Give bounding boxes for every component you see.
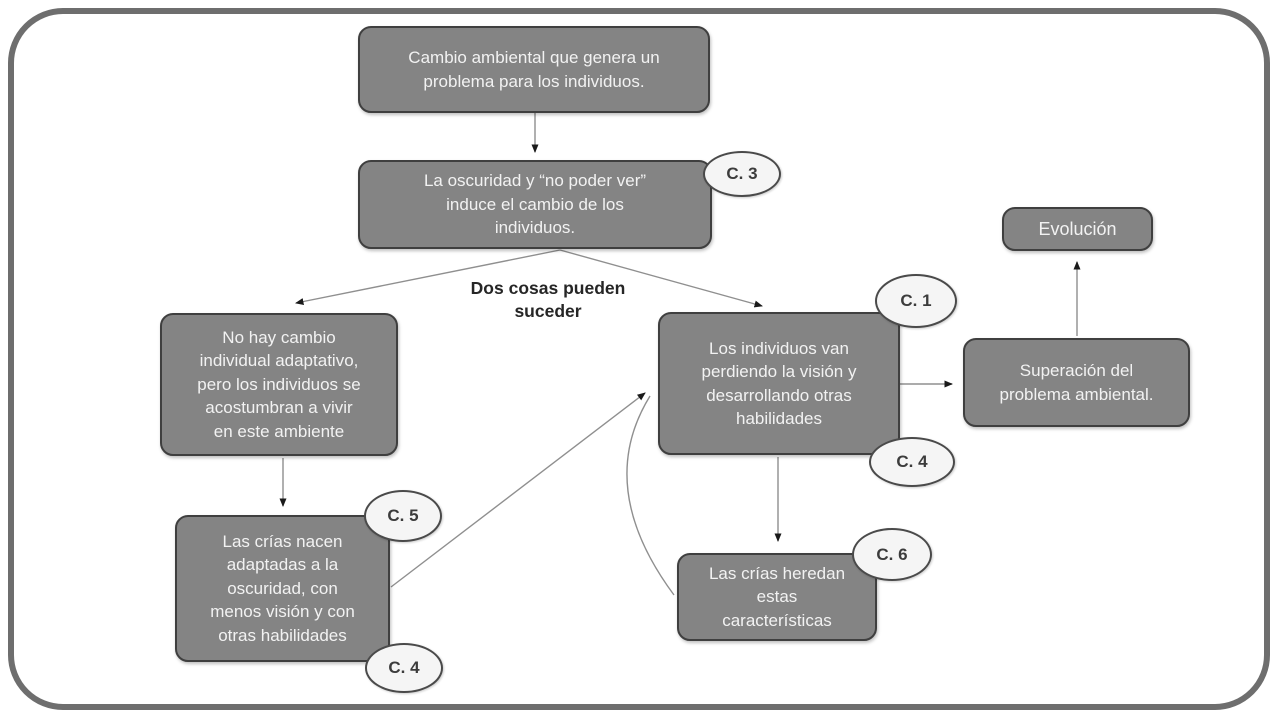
badge-c4-left: C. 4 — [365, 643, 443, 693]
node-crias-nacen: Las crías nacen adaptadas a la oscuridad… — [175, 515, 390, 662]
node-cambio-ambiental: Cambio ambiental que genera un problema … — [358, 26, 710, 113]
badge-c4-right: C. 4 — [869, 437, 955, 487]
edge-heredan-to-individuos-curve — [626, 395, 675, 596]
branch-caption: Dos cosas pueden suceder — [470, 278, 626, 321]
node-oscuridad: La oscuridad y “no poder ver” induce el … — [358, 160, 712, 249]
node-individuos-perdiendo-vision: Los individuos van perdiendo la visión y… — [658, 312, 900, 455]
badge-c1: C. 1 — [875, 274, 957, 328]
edge-oscuridad-to-individuos — [559, 249, 763, 308]
node-crias-heredan: Las crías heredan estas características — [677, 553, 877, 641]
badge-c6: C. 6 — [852, 528, 932, 581]
edge-oscuridad-to-no-cambio — [295, 249, 561, 305]
badge-c3: C. 3 — [703, 151, 781, 197]
node-superacion-problema: Superación del problema ambiental. — [963, 338, 1190, 427]
node-no-cambio-adaptativo: No hay cambio individual adaptativo, per… — [160, 313, 398, 456]
edge-crias-nacen-to-individuos — [390, 392, 646, 588]
node-evolucion: Evolución — [1002, 207, 1153, 251]
badge-c5: C. 5 — [364, 490, 442, 542]
